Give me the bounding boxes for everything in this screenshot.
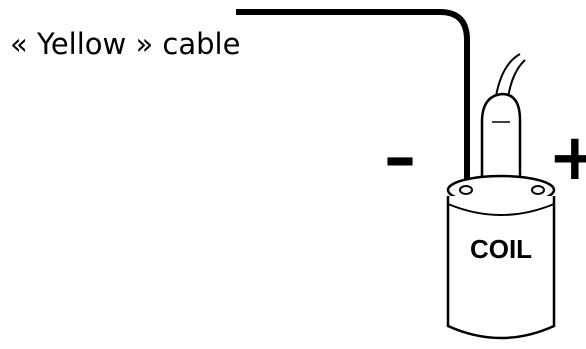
negative-terminal-post bbox=[459, 185, 473, 195]
cable-label: « Yellow » cable bbox=[10, 27, 241, 61]
yellow-cable bbox=[236, 9, 470, 198]
coil-boot bbox=[480, 92, 522, 178]
coil-body-band bbox=[447, 203, 555, 216]
positive-terminal-label: + bbox=[548, 121, 586, 195]
positive-terminal-post bbox=[531, 185, 545, 195]
high-tension-lead bbox=[495, 53, 526, 99]
coil-body bbox=[446, 196, 556, 340]
coil-label: COIL bbox=[470, 234, 532, 264]
negative-terminal-label: – bbox=[384, 121, 416, 195]
